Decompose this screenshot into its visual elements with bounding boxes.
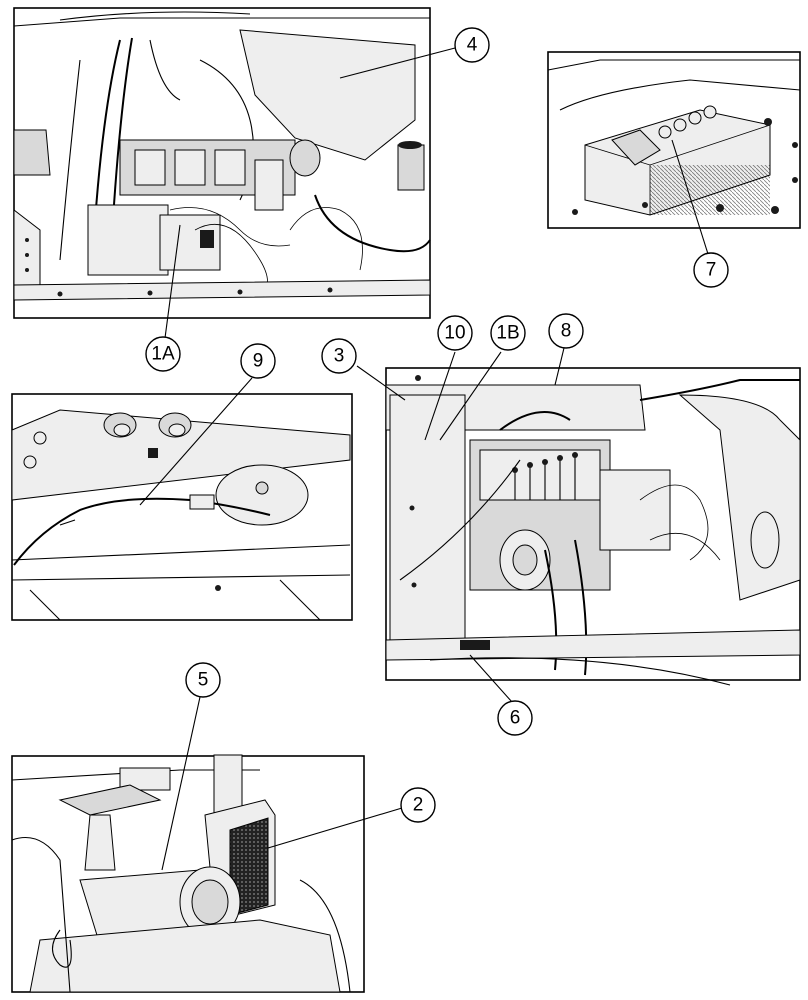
callout-10: 10: [437, 315, 473, 351]
panel-engine-side: [385, 367, 801, 686]
panel-battery: [547, 51, 801, 229]
callout-1a: 1A: [145, 336, 181, 372]
callout-8: 8: [548, 313, 584, 349]
svg-text:9: 9: [253, 351, 264, 372]
callout-5: 5: [185, 662, 221, 698]
leader-lines: [139, 47, 709, 871]
svg-text:1B: 1B: [496, 323, 519, 344]
svg-text:8: 8: [561, 321, 572, 342]
callout-7: 7: [693, 252, 729, 288]
callout-2: 2: [400, 787, 436, 823]
svg-text:5: 5: [198, 670, 209, 691]
svg-text:4: 4: [467, 35, 478, 56]
panel-air-cleaner: [11, 754, 365, 993]
callout-9: 9: [240, 343, 276, 379]
svg-text:7: 7: [706, 260, 717, 281]
svg-text:10: 10: [444, 323, 465, 344]
callout-1b: 1B: [490, 315, 526, 351]
callout-6: 6: [497, 700, 533, 736]
panel-engine-bay: [13, 7, 431, 319]
svg-text:2: 2: [413, 795, 424, 816]
callout-3: 3: [321, 338, 357, 374]
callout-4: 4: [454, 27, 490, 63]
svg-text:6: 6: [510, 708, 521, 729]
svg-text:1A: 1A: [151, 344, 175, 365]
panel-harness: [11, 393, 353, 621]
svg-text:3: 3: [334, 346, 345, 367]
